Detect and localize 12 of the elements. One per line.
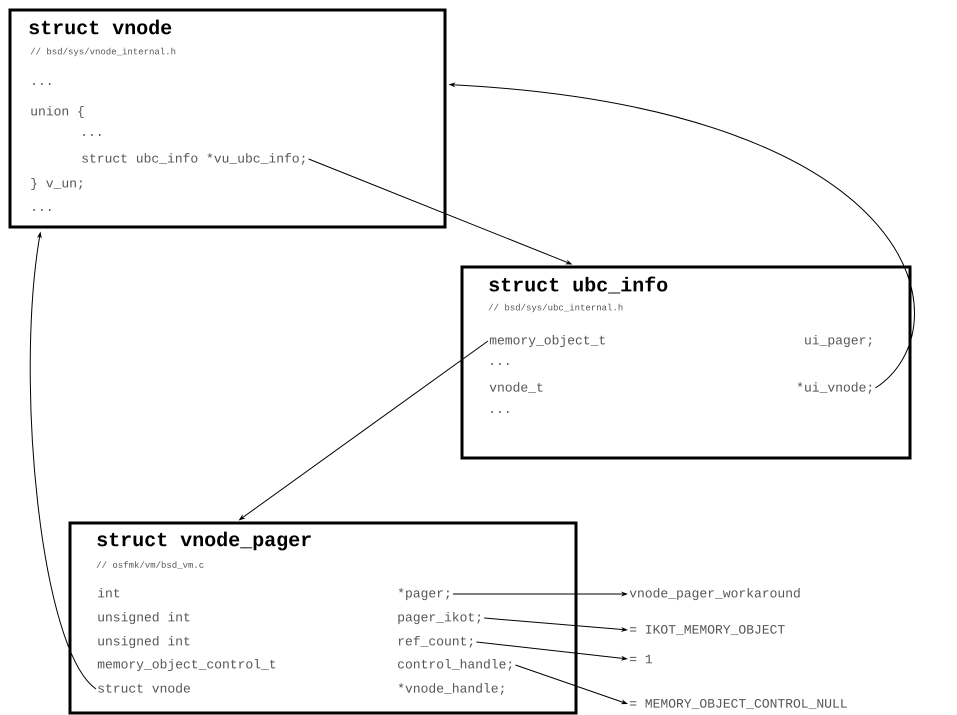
value-text: = 1 <box>630 654 652 664</box>
field-line: memory_object_t ui_pager; <box>490 334 872 348</box>
field-line: struct vnode *vnode_handle; <box>98 683 504 695</box>
field-line: unsigned int pager_ikot; <box>98 612 480 624</box>
field-line: int *pager; <box>98 588 449 600</box>
field-line: unsigned int ref_count; <box>98 636 472 648</box>
value-text: = MEMORY_OBJECT_CONTROL_NULL <box>630 698 847 710</box>
value-text: = IKOT_MEMORY_OBJECT <box>630 624 785 636</box>
field-line: vnode_t *ui_vnode; <box>490 382 872 394</box>
value-text: vnode_pager_workaround <box>630 588 800 600</box>
field-line: memory_object_control_t control_handle; <box>98 658 512 672</box>
field-line: struct ubc_info *vu_ubc_info; <box>82 153 305 165</box>
